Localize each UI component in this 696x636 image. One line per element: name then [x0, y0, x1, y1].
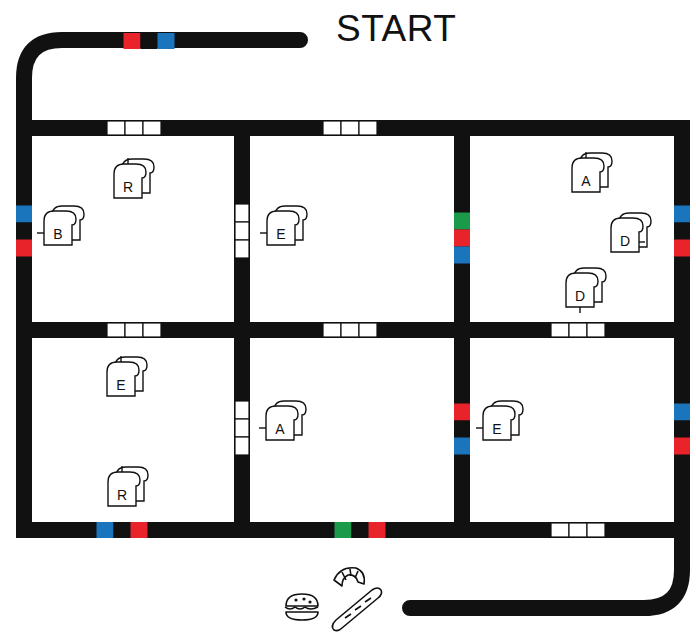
- bread-outline: [609, 212, 653, 254]
- bread-outline: [264, 400, 308, 442]
- color-code: [454, 213, 470, 230]
- white-gate: [125, 323, 143, 337]
- bread-letter: B: [45, 223, 71, 245]
- color-code: [674, 421, 690, 438]
- bread-loaf: E: [105, 356, 149, 398]
- white-gate: [107, 323, 125, 337]
- color-code: [158, 33, 175, 49]
- track-line: [410, 530, 682, 608]
- bread-loaf: R: [112, 158, 156, 200]
- white-gate: [569, 323, 587, 337]
- color-code: [674, 206, 690, 223]
- start-label: START: [336, 8, 456, 50]
- white-gate: [107, 121, 125, 135]
- bread-letter: E: [108, 374, 134, 396]
- white-gate: [341, 323, 359, 337]
- color-code: [454, 438, 470, 455]
- bread-loaf: A: [264, 400, 308, 442]
- color-code: [141, 33, 158, 49]
- bread-loaf: D: [609, 212, 653, 254]
- white-gate: [235, 204, 249, 222]
- track-line: [234, 128, 250, 530]
- color-code: [674, 404, 690, 421]
- track: [16, 33, 690, 608]
- bread-letter: R: [109, 484, 135, 506]
- bread-outline: [481, 400, 525, 442]
- color-code: [114, 522, 131, 538]
- white-gate: [323, 121, 341, 135]
- bread-outline: [112, 158, 156, 200]
- color-code: [16, 223, 32, 240]
- white-gate: [341, 121, 359, 135]
- bread-loaf: R: [106, 466, 150, 508]
- bread-loaf: E: [265, 205, 309, 247]
- white-gate: [235, 419, 249, 437]
- white-gate: [235, 240, 249, 258]
- white-gate: [587, 323, 605, 337]
- bread-outline: [105, 356, 149, 398]
- bread-loaf: E: [481, 400, 525, 442]
- white-gate: [587, 523, 605, 537]
- bread-letter: A: [573, 170, 599, 192]
- bread-loaf: D: [564, 267, 608, 309]
- color-code: [124, 33, 141, 49]
- white-gate: [569, 523, 587, 537]
- color-code: [454, 404, 470, 421]
- bread-outline: [106, 466, 150, 508]
- color-code: [352, 522, 369, 538]
- bakery-icon: [285, 568, 382, 631]
- bread-outline: [265, 205, 309, 247]
- color-code: [16, 240, 32, 257]
- white-gate: [235, 222, 249, 240]
- bread-loaf: A: [570, 152, 614, 194]
- bread-letter: D: [567, 285, 593, 307]
- bread-loaf: B: [42, 205, 86, 247]
- bread-letter: A: [267, 418, 293, 440]
- white-gate: [359, 121, 377, 135]
- white-gate: [235, 401, 249, 419]
- track-line: [454, 128, 470, 530]
- color-code: [16, 206, 32, 223]
- color-code: [369, 522, 386, 538]
- bread-outline: [564, 267, 608, 309]
- bread-letter: E: [484, 418, 510, 440]
- color-code: [454, 230, 470, 247]
- bread-outline: [42, 205, 86, 247]
- white-gate: [551, 523, 569, 537]
- color-code: [454, 421, 470, 438]
- white-gate: [125, 121, 143, 135]
- color-code: [335, 522, 352, 538]
- color-code: [674, 438, 690, 455]
- white-gate: [143, 323, 161, 337]
- track-line: [24, 322, 682, 338]
- white-gate: [235, 437, 249, 455]
- room-wall: [24, 128, 682, 530]
- white-gate: [359, 323, 377, 337]
- color-code: [97, 522, 114, 538]
- white-gate: [551, 323, 569, 337]
- bread-letter: D: [612, 230, 638, 252]
- track-line: [24, 40, 300, 128]
- bread-letter: R: [115, 176, 141, 198]
- white-gate: [143, 121, 161, 135]
- color-code: [454, 247, 470, 264]
- color-code: [131, 522, 148, 538]
- color-code: [674, 223, 690, 240]
- white-gate: [323, 323, 341, 337]
- bread-letter: E: [268, 223, 294, 245]
- bread-outline: [570, 152, 614, 194]
- color-code: [674, 240, 690, 257]
